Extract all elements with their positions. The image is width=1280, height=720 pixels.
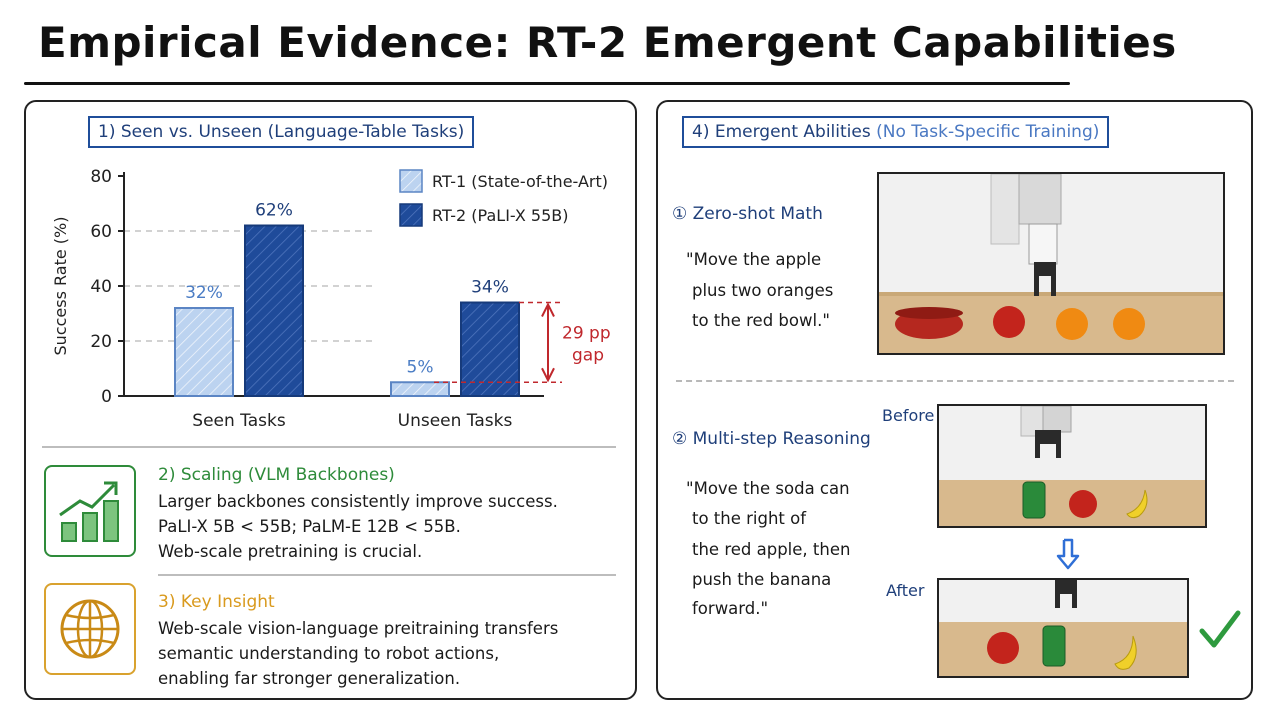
multi-step-reasoning-title: ② Multi-step Reasoning <box>672 429 871 449</box>
chart-section-label: 1) Seen vs. Unseen (Language-Table Tasks… <box>88 116 475 148</box>
insight-heading: 3) Key Insight <box>158 592 275 612</box>
scaling-line-2: PaLI-X 5B < 55B; PaLM-E 12B < 55B. <box>158 517 461 536</box>
gap-annotation-line-2: gap <box>572 345 604 365</box>
data-label-rt2-1: 34% <box>471 278 509 298</box>
gap-arrow-head-top <box>541 302 555 317</box>
data-label-rt1-1: 5% <box>407 357 434 377</box>
bar-rt2-1 <box>460 301 520 397</box>
x-tick-label-1: Unseen Tasks <box>398 411 513 431</box>
y-tick-label-20: 20 <box>90 332 112 352</box>
checkmark-icon <box>1199 610 1241 648</box>
y-axis-label: Success Rate (%) <box>51 217 70 356</box>
gap-arrow-head-bottom <box>541 367 555 383</box>
bar-rt2-0 <box>244 224 304 397</box>
after-photo <box>937 578 1189 678</box>
right-dashed-divider <box>676 380 1234 382</box>
reasoning-quote-line-4: push the banana <box>692 570 832 589</box>
math-quote-line-1: "Move the apple <box>686 250 822 269</box>
bar-chart-trend-icon <box>59 481 119 542</box>
insight-icon-box <box>44 583 136 675</box>
before-label: Before <box>882 406 935 425</box>
page-title: Empirical Evidence: RT-2 Emergent Capabi… <box>38 18 1177 67</box>
reasoning-quote-line-1: "Move the soda can <box>686 479 850 498</box>
gap-annotation-line-1: 29 pp <box>562 323 611 343</box>
bar-rt1-0 <box>174 307 234 397</box>
scaling-icon-box <box>44 465 136 557</box>
insight-line-1: Web-scale vision-language preitraining t… <box>158 619 559 638</box>
x-tick-label-0: Seen Tasks <box>192 411 286 431</box>
y-tick-label-80: 80 <box>90 167 112 187</box>
left-divider-2 <box>158 574 616 576</box>
zero-shot-math-title: ① Zero-shot Math <box>672 204 823 224</box>
insight-line-2: semantic understanding to robot actions, <box>158 644 500 663</box>
legend-label-0: RT-1 (State-of-the-Art) <box>432 172 608 191</box>
data-label-rt1-0: 32% <box>185 283 223 303</box>
reasoning-quote-line-3: the red apple, then <box>692 540 851 559</box>
legend-swatch-1 <box>399 203 423 227</box>
after-label: After <box>886 581 925 600</box>
math-quote-line-2: plus two oranges <box>692 281 834 300</box>
y-tick-label-60: 60 <box>90 222 112 242</box>
globe-icon <box>60 599 120 659</box>
emergent-section-label: 4) Emergent Abilities (No Task-Specific … <box>682 116 1110 148</box>
bar-rt1-1 <box>390 381 450 397</box>
title-underline <box>24 82 1070 85</box>
legend-label-1: RT-2 (PaLI-X 55B) <box>432 206 569 225</box>
y-tick-label-40: 40 <box>90 277 112 297</box>
scaling-line-3: Web-scale pretraining is crucial. <box>158 542 423 561</box>
y-tick-label-0: 0 <box>101 387 112 407</box>
math-quote-line-3: to the red bowl." <box>692 311 830 330</box>
insight-line-3: enabling far stronger generalization. <box>158 669 461 688</box>
scaling-heading: 2) Scaling (VLM Backbones) <box>158 465 395 485</box>
scaling-line-1: Larger backbones consistently improve su… <box>158 492 558 511</box>
emergent-label-note: (No Task-Specific Training) <box>876 122 1100 142</box>
emergent-label-main: 4) Emergent Abilities <box>692 122 871 142</box>
data-label-rt2-0: 62% <box>255 201 293 221</box>
before-photo <box>937 404 1207 528</box>
reasoning-quote-line-2: to the right of <box>692 509 807 528</box>
left-panel <box>24 100 637 700</box>
legend-swatch-0 <box>399 169 423 193</box>
arrow-down-icon <box>1056 538 1080 570</box>
zero-shot-math-photo <box>877 172 1225 355</box>
left-divider-1 <box>42 446 616 448</box>
reasoning-quote-line-5: forward." <box>692 599 769 618</box>
